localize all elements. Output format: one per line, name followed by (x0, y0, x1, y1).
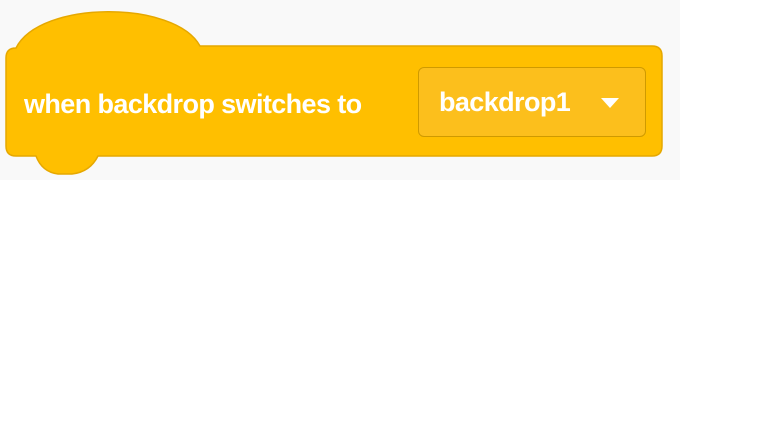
backdrop-dropdown[interactable]: backdrop1 (418, 67, 646, 137)
caret-down-icon (601, 98, 619, 108)
backdrop-dropdown-value: backdrop1 (439, 87, 571, 117)
block-label: when backdrop switches to (24, 89, 362, 119)
